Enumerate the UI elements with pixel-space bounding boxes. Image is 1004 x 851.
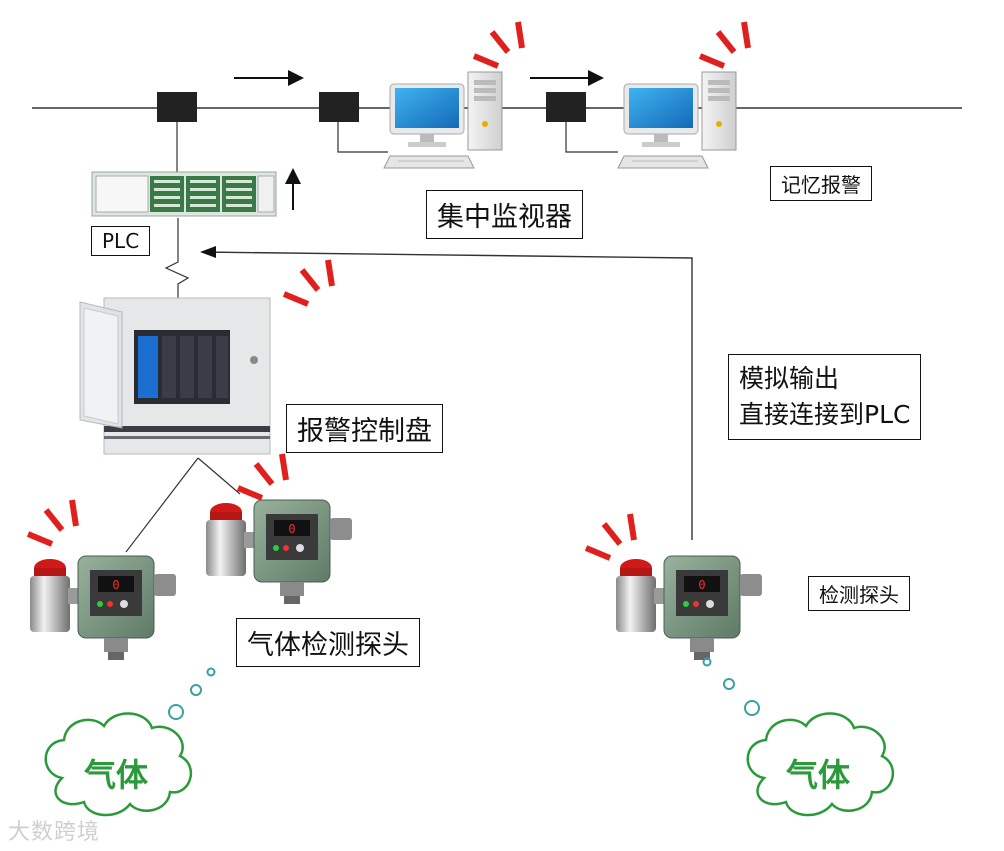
arrow-up-icon	[285, 168, 301, 184]
gas-detector-icon	[615, 555, 763, 661]
gas-detector-icon	[205, 499, 353, 605]
arrow-left-icon	[200, 246, 216, 258]
network-node	[157, 92, 197, 122]
watermark: 大数跨境	[8, 820, 101, 845]
gas-detector-icon	[29, 555, 177, 661]
plc-rack-icon	[91, 171, 277, 217]
analog-output-line-1: 模拟输出	[739, 364, 840, 393]
analog-output-line-2: 直接连接到PLC	[739, 400, 911, 429]
arrow-right-icon	[288, 70, 304, 86]
analog-output-label: 模拟输出 直接连接到PLC	[728, 354, 922, 440]
detector-label: 检测探头	[808, 576, 910, 611]
gas-cloud-right-text: 气体	[786, 756, 851, 794]
gas-cloud-icon	[746, 712, 894, 817]
alarm-rays-icon	[586, 514, 634, 558]
network-node	[319, 92, 359, 122]
alarm-panel-label: 报警控制盘	[286, 404, 443, 453]
gas-cloud-icon	[44, 712, 192, 817]
monitor-computer-icon	[617, 71, 737, 169]
memory-alarm-label: 记忆报警	[770, 166, 872, 201]
alarm-rays-icon	[474, 22, 522, 66]
alarm-control-panel-icon	[79, 297, 271, 455]
plc-label: PLC	[91, 226, 151, 256]
alarm-rays-icon	[284, 260, 332, 304]
gas-cloud-left-text: 气体	[84, 756, 149, 794]
network-node	[546, 92, 586, 122]
monitor-computer-icon	[383, 71, 503, 169]
alarm-rays-icon	[28, 500, 76, 544]
alarm-rays-icon	[700, 22, 748, 66]
arrow-right-icon	[588, 70, 604, 86]
central-monitor-label: 集中监视器	[426, 190, 583, 239]
gas-detector-label: 气体检测探头	[236, 618, 420, 667]
alarm-rays-icon	[238, 454, 286, 498]
